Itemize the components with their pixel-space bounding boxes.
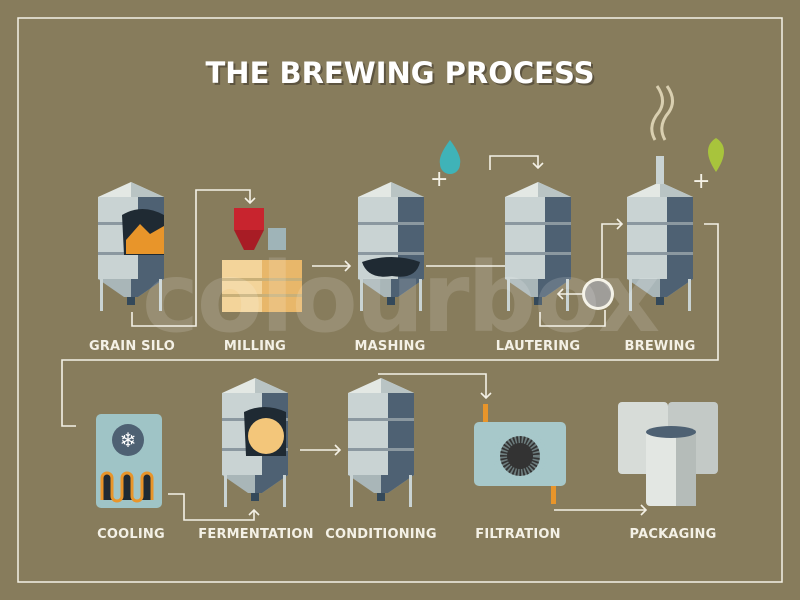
step-label-cooling: COOLING xyxy=(97,527,165,542)
kegs-icon xyxy=(618,402,718,506)
step-label-brewing: BREWING xyxy=(624,339,696,354)
brewing-tank-icon xyxy=(627,156,693,311)
conditioning-tank-icon xyxy=(348,378,414,507)
step-label-packaging: PACKAGING xyxy=(629,527,717,542)
plus-icon: + xyxy=(430,167,448,192)
steam-icon xyxy=(650,85,674,141)
mill-icon xyxy=(222,208,302,312)
fermentation-tank-icon xyxy=(222,378,288,507)
step-label-filtration: FILTRATION xyxy=(475,527,561,542)
hop-icon xyxy=(708,138,724,172)
mashing-tank-icon xyxy=(358,182,424,311)
svg-text:❄: ❄ xyxy=(120,428,137,452)
step-label-conditioning: CONDITIONING xyxy=(325,527,437,542)
water-drop-icon xyxy=(439,140,461,174)
cooling-unit-icon: ❄ xyxy=(96,414,162,508)
filter-icon xyxy=(474,404,566,504)
flow-arrows xyxy=(61,155,719,521)
step-label-lautering: LAUTERING xyxy=(495,339,581,354)
plus-icon: + xyxy=(692,169,710,194)
step-label-fermentation: FERMENTATION xyxy=(198,527,314,542)
page-title: THE BREWING PROCESS xyxy=(205,56,595,90)
frame-border xyxy=(17,17,783,583)
step-label-milling: MILLING xyxy=(223,339,287,354)
watermark: colourbox xyxy=(142,242,660,354)
step-label-mashing: MASHING xyxy=(354,339,426,354)
step-label-grain-silo: GRAIN SILO xyxy=(88,339,176,354)
grain-silo-icon xyxy=(98,182,164,311)
sieve-icon xyxy=(582,278,614,310)
